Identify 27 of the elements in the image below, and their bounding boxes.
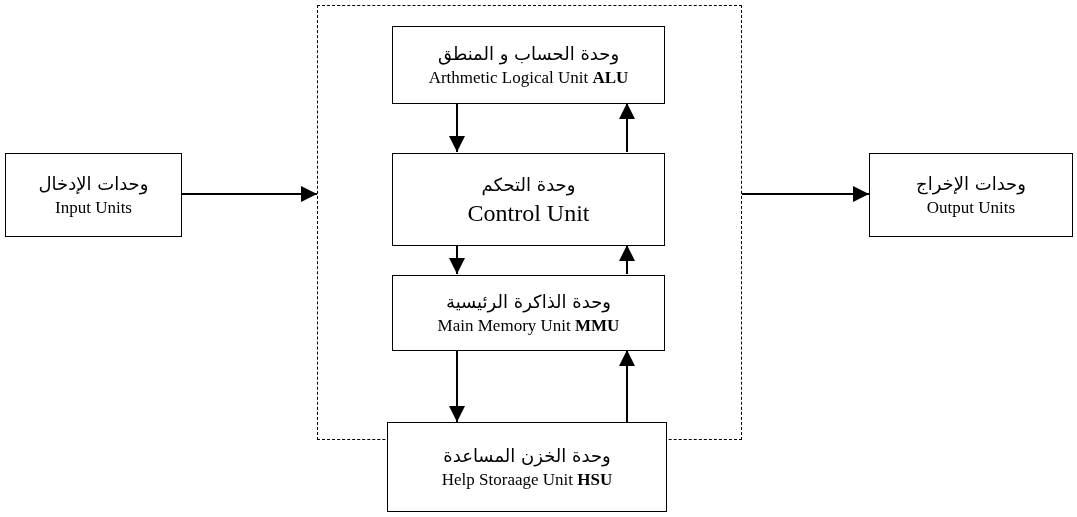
arabic-label: وحدة الذاكرة الرئيسية <box>446 290 611 315</box>
arabic-label: وحدات الإدخال <box>38 172 149 197</box>
arrow <box>181 186 318 202</box>
arabic-label: وحدات الإخراج <box>916 172 1026 197</box>
arabic-label: وحدة التحكم <box>481 172 576 198</box>
english-label: Help Storaage Unit HSU <box>441 469 613 491</box>
english-label: Output Units <box>926 197 1016 219</box>
dashed-frame <box>317 5 742 440</box>
arrow <box>619 244 635 275</box>
unit-box <box>387 422 667 512</box>
arrow <box>619 349 635 423</box>
unit-box <box>392 153 665 246</box>
arabic-label: وحدة الحساب و المنطق <box>437 42 620 67</box>
english-label: Arthmetic Logical Unit ALU <box>428 67 629 89</box>
arrow <box>449 102 465 153</box>
english-label: Main Memory Unit MMU <box>437 315 620 337</box>
unit-box <box>392 275 665 351</box>
arrow <box>619 102 635 153</box>
arrow <box>449 349 465 423</box>
arrow <box>741 186 870 202</box>
english-label: Control Unit <box>467 198 590 228</box>
unit-box <box>869 153 1073 237</box>
arrow <box>449 244 465 275</box>
english-label: Input Units <box>55 197 132 219</box>
unit-box <box>392 26 665 104</box>
unit-box <box>5 153 182 237</box>
arabic-label: وحدة الخزن المساعدة <box>443 444 611 469</box>
